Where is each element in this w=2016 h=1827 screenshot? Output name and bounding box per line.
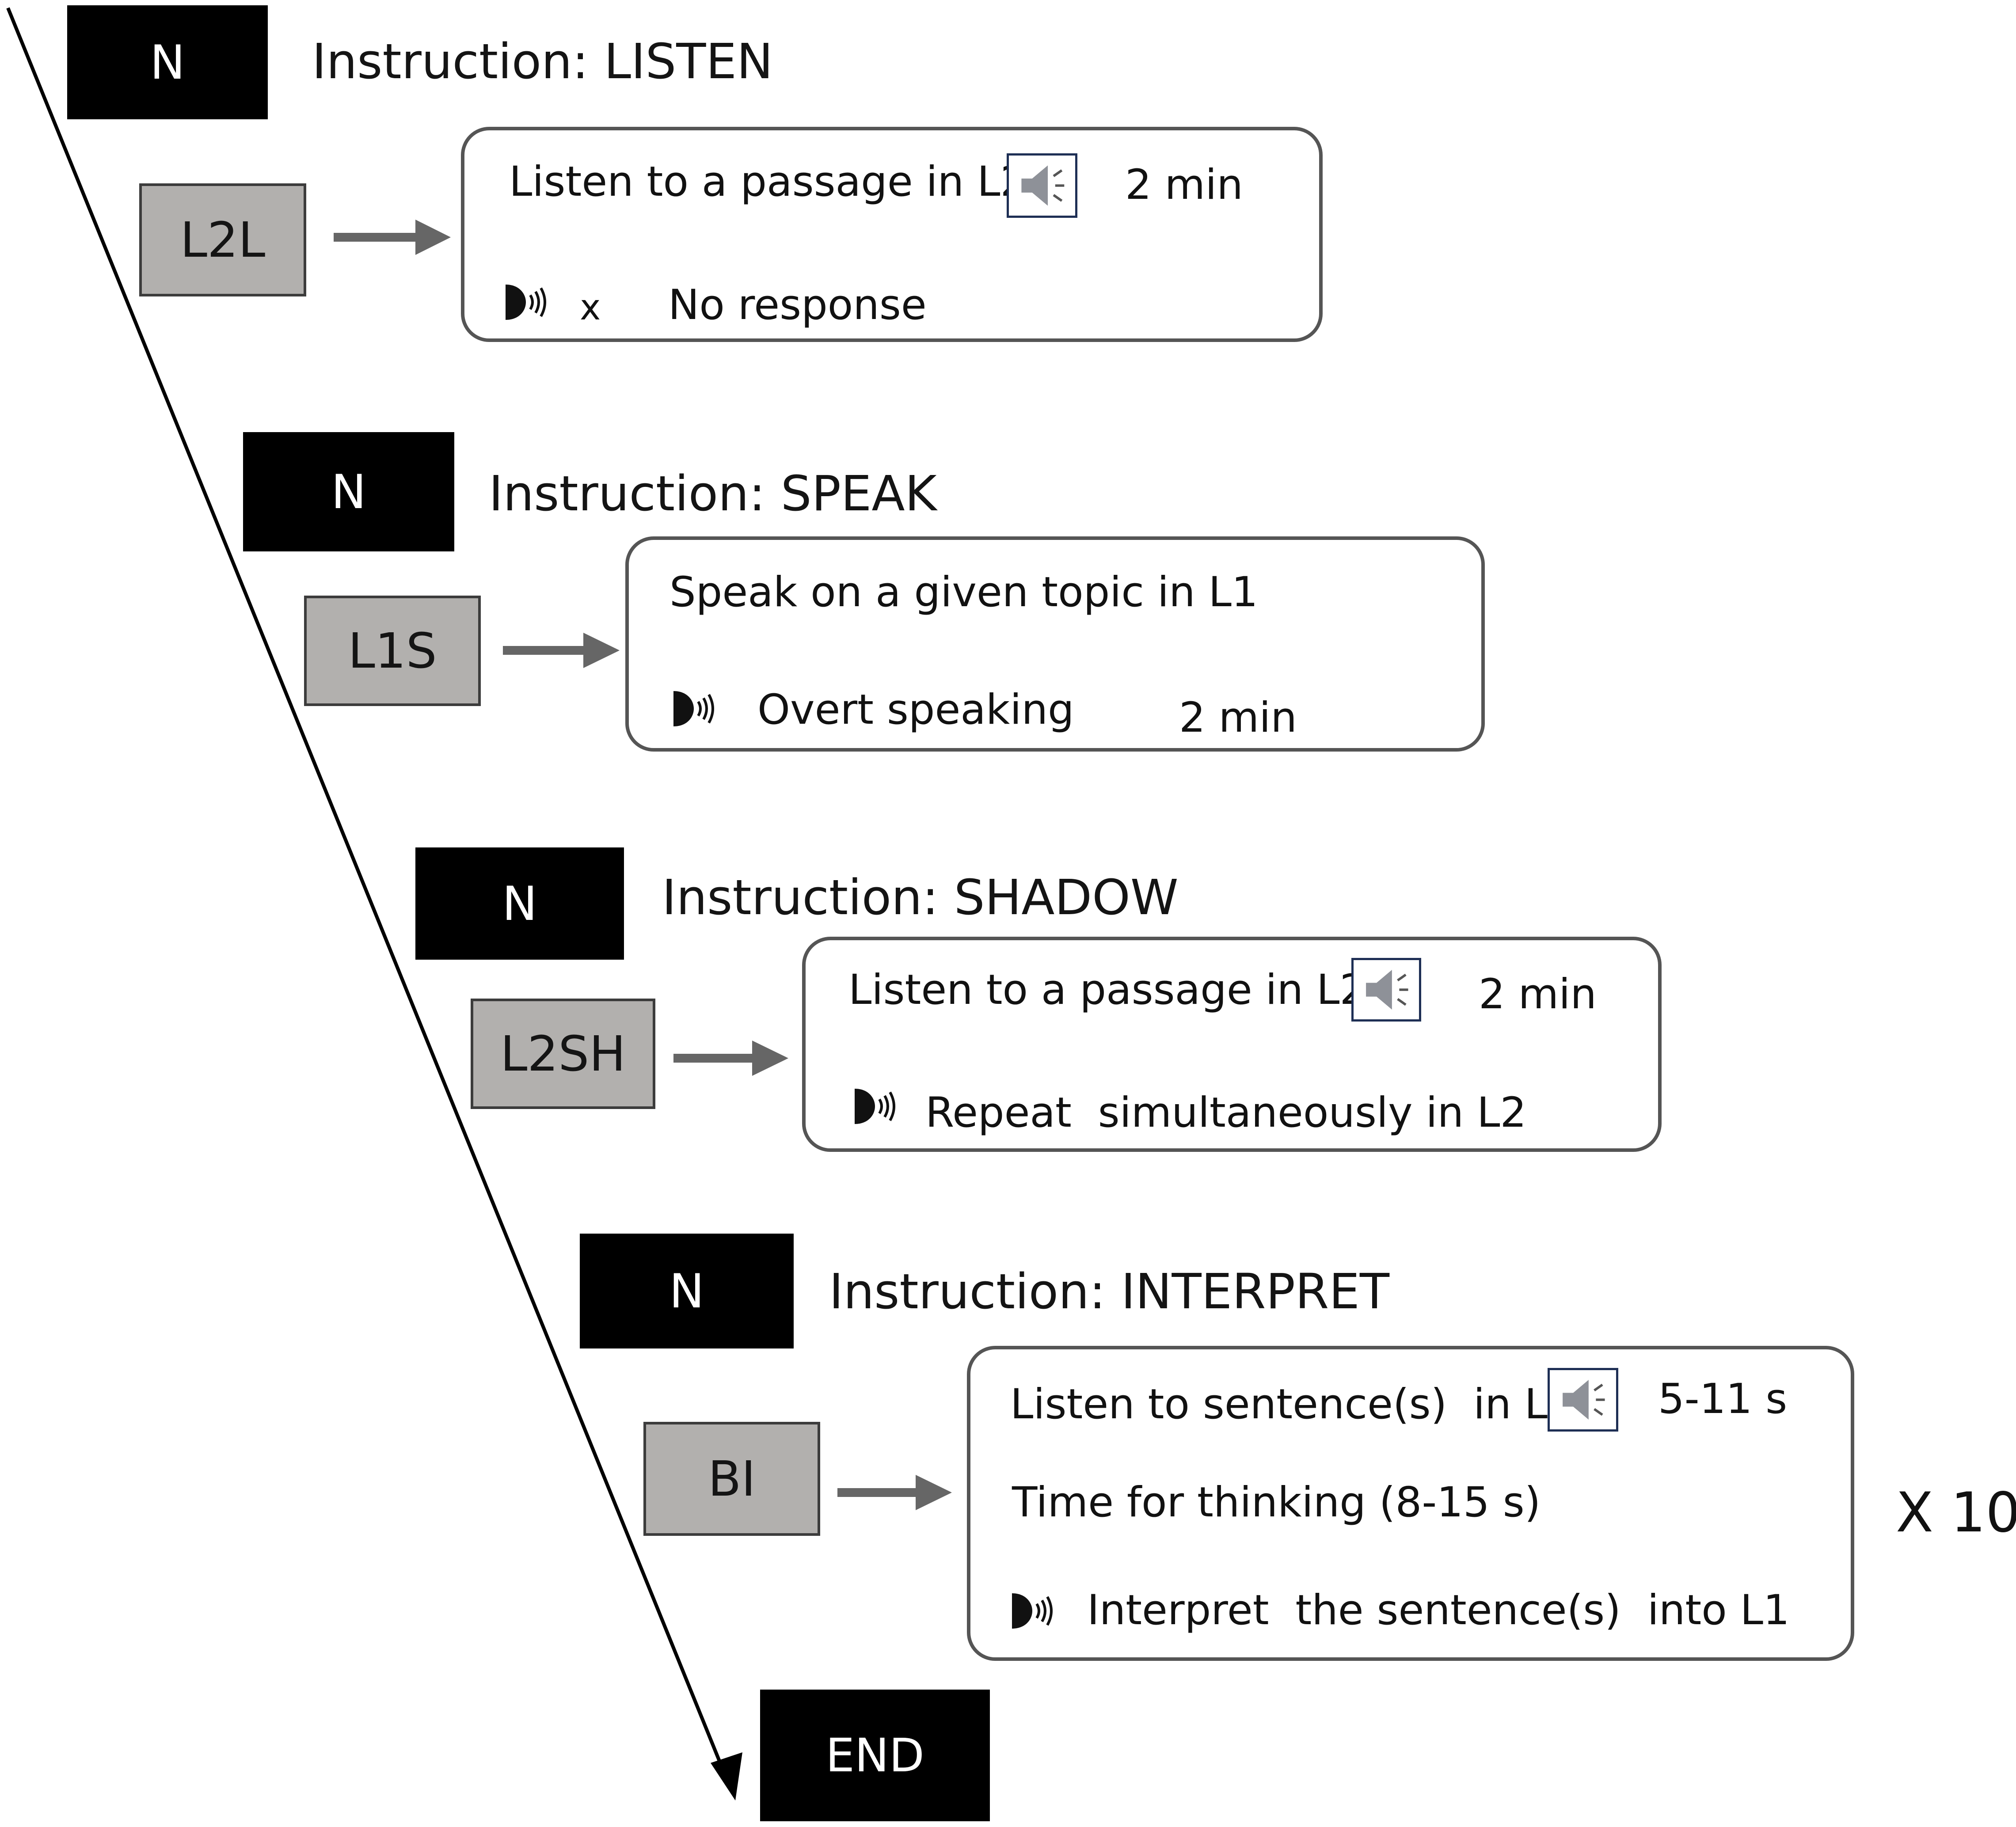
condition-box-l1s: L1S — [304, 596, 481, 706]
right-arrow-icon — [334, 220, 451, 255]
task-panel-listen — [461, 127, 1323, 342]
block-marker-n: N — [415, 847, 624, 960]
timeline-arrowhead — [711, 1752, 742, 1800]
task-panel-shadow — [802, 937, 1662, 1152]
right-arrow-icon — [503, 633, 620, 668]
task-text: Listen to a passage in L2 — [848, 966, 1366, 1014]
right-arrow-icon — [673, 1041, 788, 1076]
condition-box-l2l: L2L — [139, 183, 306, 296]
task-text: Speak on a given topic in L1 — [669, 568, 1258, 616]
speaking-mouth-icon — [671, 688, 717, 729]
response-text: Interpret the sentence(s) into L1 — [1087, 1586, 1790, 1634]
timeline-arrow — [6, 7, 731, 1786]
block-marker-n: N — [67, 5, 268, 119]
speaking-mouth-icon — [1009, 1591, 1055, 1631]
block-marker-n: N — [580, 1234, 794, 1348]
response-text: No response — [668, 281, 927, 329]
task-panel-interpret — [967, 1346, 1854, 1661]
task-text: Listen to sentence(s) in L2 — [1010, 1380, 1574, 1428]
duration-text: 2 min — [1479, 970, 1597, 1018]
right-arrow-icon — [837, 1475, 952, 1510]
response-text: Repeat simultaneously in L2 — [925, 1089, 1527, 1137]
speaker-icon — [1548, 1368, 1618, 1432]
speaker-icon — [1007, 153, 1077, 218]
instruction-label: Instruction: INTERPRET — [829, 1263, 1390, 1320]
duration-text: 2 min — [1125, 161, 1243, 209]
duration-text: 5-11 s — [1658, 1375, 1788, 1423]
end-box: END — [760, 1690, 990, 1821]
repetition-count: X 10 — [1896, 1481, 2016, 1545]
instruction-label: Instruction: SPEAK — [489, 465, 937, 522]
speaker-icon — [1351, 958, 1421, 1022]
condition-box-l2sh: L2SH — [471, 999, 655, 1109]
instruction-label: Instruction: LISTEN — [312, 33, 773, 90]
response-mark: x — [580, 287, 601, 328]
speaking-mouth-icon — [503, 282, 549, 323]
block-marker-n: N — [243, 432, 454, 551]
condition-box-bi: BI — [643, 1422, 820, 1536]
speaking-mouth-icon — [852, 1086, 898, 1127]
instruction-label: Instruction: SHADOW — [662, 869, 1179, 926]
duration-text: 2 min — [1179, 694, 1297, 742]
thinking-text: Time for thinking (8-15 s) — [1012, 1478, 1541, 1527]
task-text: Listen to a passage in L2 — [509, 158, 1027, 206]
task-panel-speak — [625, 536, 1485, 752]
response-text: Overt speaking — [757, 686, 1074, 734]
